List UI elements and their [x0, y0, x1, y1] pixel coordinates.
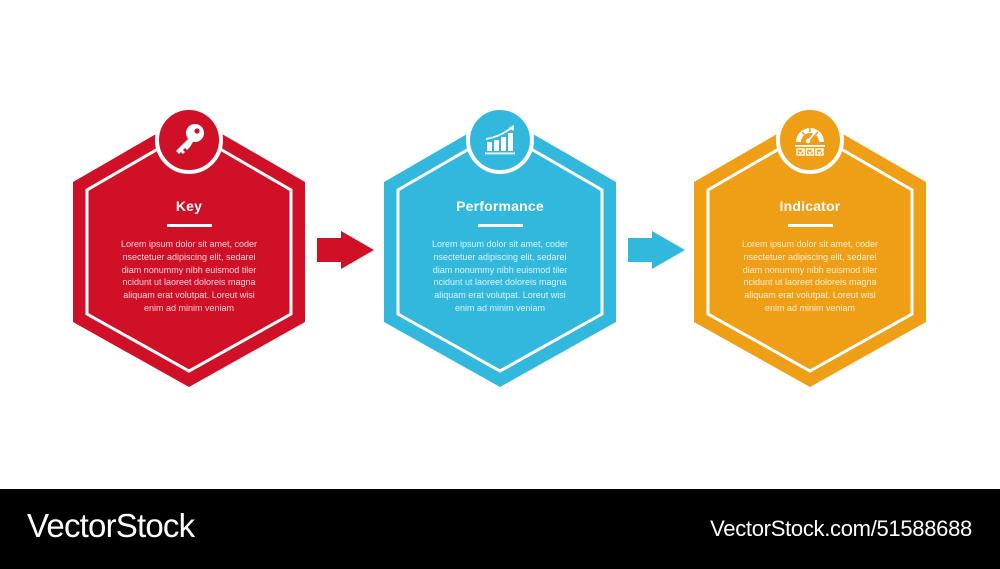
description-line: Lorem ipsum dolor sit amet, coder [120, 239, 258, 249]
description-line: enim ad minim veniam [454, 302, 546, 313]
arrow-right-icon [628, 231, 685, 269]
step-card-indicator: Indicator Lorem ipsum dolor sit amet, co… [694, 0, 944, 400]
image-url-text: VectorStock.com/51588688 [710, 516, 972, 541]
watermark-footer [0, 489, 1000, 569]
key-icon-badge [155, 106, 223, 174]
hexagon-shape [384, 115, 616, 387]
hexagon-shape [73, 115, 305, 387]
step-card-performance: Performance Lorem ipsum dolor sit amet, … [384, 0, 634, 400]
description-line: aliquam erat volutpat. Loreut wisi [434, 290, 566, 301]
description-line: nsectetuer adipiscing elit, sedarei [433, 251, 567, 262]
growth-chart-icon [485, 125, 515, 155]
description-line: aliquam erat volutpat. Loreut wisi [744, 290, 876, 301]
title-underline [788, 224, 833, 227]
hexagon-shape [694, 115, 926, 387]
description-line: diam nonummy nibh euismod tiler [432, 264, 568, 275]
step-description: Lorem ipsum dolor sit amet, coder nsecte… [109, 238, 269, 315]
kpi-infographic: Key Lorem ipsum dolor sit amet, coder ns… [73, 0, 944, 400]
gauge-checklist-icon [795, 128, 825, 156]
description-line: diam nonummy nibh euismod tiler [742, 264, 878, 275]
step-title: Indicator [779, 198, 841, 214]
description-line: ncidunt ut laoreet doloreis magna [433, 277, 567, 288]
description-line: enim ad minim veniam [764, 302, 856, 313]
brand-logo-text: VectorStock [27, 507, 195, 544]
step-description: Lorem ipsum dolor sit amet, coder nsecte… [730, 238, 890, 315]
description-line: ncidunt ut laoreet doloreis magna [743, 277, 877, 288]
step-description: Lorem ipsum dolor sit amet, coder nsecte… [420, 238, 580, 315]
step-title: Performance [456, 198, 544, 214]
description-line: nsectetuer adipiscing elit, sedarei [122, 251, 256, 262]
description-line: Lorem ipsum dolor sit amet, coder [431, 239, 569, 249]
description-line: ncidunt ut laoreet doloreis magna [122, 277, 256, 288]
gauge-checklist-icon-badge [776, 106, 844, 174]
description-line: aliquam erat volutpat. Loreut wisi [123, 290, 255, 301]
description-line: Lorem ipsum dolor sit amet, coder [741, 239, 879, 249]
key-icon [176, 124, 204, 154]
growth-chart-icon-badge [466, 106, 534, 174]
description-line: enim ad minim veniam [143, 302, 235, 313]
arrow-right-icon [317, 231, 374, 269]
title-underline [167, 224, 212, 227]
description-line: diam nonummy nibh euismod tiler [121, 264, 257, 275]
title-underline [478, 224, 523, 227]
step-card-key: Key Lorem ipsum dolor sit amet, coder ns… [73, 0, 323, 400]
step-title: Key [175, 198, 203, 214]
description-line: nsectetuer adipiscing elit, sedarei [743, 251, 877, 262]
